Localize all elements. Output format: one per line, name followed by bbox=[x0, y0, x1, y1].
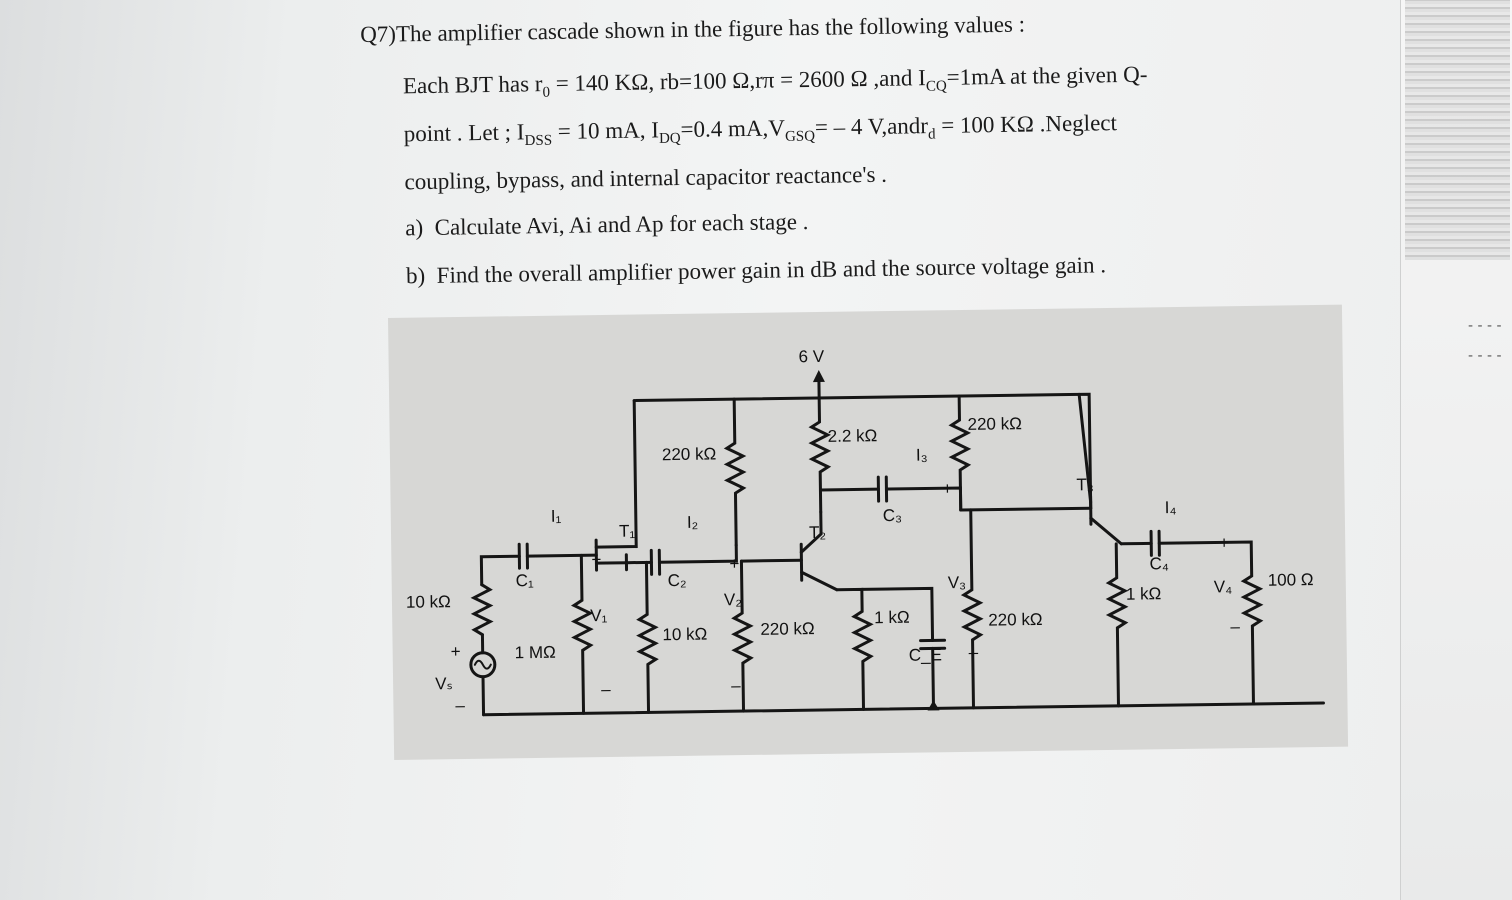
label-i1: I₁ bbox=[551, 507, 562, 526]
r-c2-zigzag bbox=[808, 396, 832, 514]
label-vs: Vₛ bbox=[435, 674, 453, 693]
collector-to-c3 bbox=[818, 487, 880, 492]
line1-sub-cq: CQ bbox=[925, 78, 947, 95]
line2-part-e: = 100 KΩ .Neglect bbox=[935, 110, 1118, 138]
r-bias-low-zigzag bbox=[636, 560, 659, 714]
line2-sub-dss: DSS bbox=[524, 132, 553, 150]
line2-sub-gsq: GSQ bbox=[784, 128, 816, 145]
r-b2-zigzag bbox=[731, 559, 754, 713]
label-r-bias-low: 10 kΩ bbox=[662, 625, 707, 645]
label-r-e2: 1 kΩ bbox=[874, 608, 910, 627]
t2-base-bar bbox=[799, 542, 804, 582]
r-b3-top-zigzag bbox=[948, 394, 972, 512]
line2-part-a: point . Let ; I bbox=[403, 119, 525, 147]
side-printed-strip bbox=[1405, 0, 1510, 260]
ground-rail bbox=[482, 701, 1325, 717]
r-drain-zigzag bbox=[723, 397, 747, 547]
line2-part-c: =0.4 mA,V bbox=[680, 115, 786, 142]
line2-sub-dq: DQ bbox=[658, 130, 681, 147]
t2-base-wire bbox=[739, 558, 803, 563]
c1-to-gate bbox=[525, 553, 598, 558]
part-b-label: b) bbox=[405, 263, 426, 289]
label-t2: T₂ bbox=[809, 523, 826, 542]
minus-v1: – bbox=[601, 680, 611, 699]
line2-part-d: = – 4 V,andr bbox=[814, 113, 929, 140]
label-r-e3: 1 kΩ bbox=[1126, 584, 1162, 603]
circuit-diagram: 6 V 10 kΩ 1 MΩ 220 kΩ 10 kΩ 2.2 kΩ 220 k… bbox=[406, 347, 1325, 717]
label-r-b2: 220 kΩ bbox=[760, 619, 815, 639]
label-i2: I₂ bbox=[687, 513, 699, 532]
label-supply: 6 V bbox=[798, 347, 824, 366]
plus-v4: + bbox=[1219, 533, 1229, 552]
part-a-text: Calculate Avi, Ai and Ap for each stage … bbox=[434, 208, 809, 240]
label-t3: T₃ bbox=[1076, 475, 1094, 494]
r-e2-zigzag bbox=[835, 587, 874, 711]
r-load-zigzag bbox=[1157, 540, 1264, 706]
label-v4: V₄ bbox=[1214, 577, 1233, 596]
side-dashes-2: - - - - bbox=[1468, 348, 1502, 364]
circuit-figure: 6 V 10 kΩ 1 MΩ 220 kΩ 10 kΩ 2.2 kΩ 220 k… bbox=[388, 304, 1349, 760]
ce-ground-arrow bbox=[927, 700, 940, 711]
t1-drain-wire bbox=[594, 399, 638, 549]
label-r-b3-top: 220 kΩ bbox=[967, 414, 1022, 434]
line1-part-c: =1mA at the given Q- bbox=[946, 61, 1148, 90]
supply-arrow bbox=[812, 369, 825, 383]
label-v2: V₂ bbox=[724, 590, 742, 609]
t2-collector bbox=[799, 510, 823, 554]
emitter-to-ce bbox=[860, 586, 935, 642]
label-r-c2: 2.2 kΩ bbox=[828, 426, 878, 446]
plus-v1: + bbox=[591, 550, 601, 569]
r-gate-zigzag bbox=[570, 553, 594, 715]
r-e3-zigzag bbox=[1105, 542, 1129, 708]
plus-v3: + bbox=[942, 479, 952, 498]
t2-emitter bbox=[800, 570, 839, 592]
t3-emitter bbox=[1089, 516, 1123, 546]
label-c3: C₃ bbox=[883, 506, 902, 525]
label-i3: I₃ bbox=[916, 445, 928, 464]
plus-v2: + bbox=[729, 554, 739, 573]
label-v1: V₁ bbox=[590, 606, 608, 625]
part-a-label: a) bbox=[405, 215, 424, 241]
label-r-source: 10 kΩ bbox=[406, 592, 451, 612]
label-r-load: 100 Ω bbox=[1268, 570, 1314, 590]
side-dashes: - - - - bbox=[1468, 318, 1502, 334]
label-r-gate: 1 MΩ bbox=[515, 643, 556, 663]
label-ce: C_E bbox=[909, 645, 942, 664]
label-i4: I₄ bbox=[1165, 498, 1177, 517]
label-c2: C₂ bbox=[668, 571, 687, 590]
line1-part-a: Each BJT has r bbox=[402, 71, 543, 99]
source-ground-wire bbox=[481, 675, 486, 717]
plus-vs: + bbox=[451, 642, 461, 661]
c2-to-node bbox=[657, 543, 738, 564]
label-c4: C₄ bbox=[1149, 554, 1169, 573]
label-v3: V₃ bbox=[948, 573, 967, 592]
t3-collector bbox=[1077, 392, 1093, 504]
source-wave bbox=[473, 659, 492, 670]
r-b3-bot-zigzag bbox=[960, 508, 984, 710]
ce-ground bbox=[931, 646, 936, 710]
source-to-c1 bbox=[479, 554, 521, 587]
label-c1: C₁ bbox=[516, 571, 535, 590]
minus-v4: – bbox=[1230, 617, 1240, 636]
r-source-zigzag bbox=[470, 583, 494, 637]
minus-vs: – bbox=[455, 696, 465, 715]
line2-part-b: = 10 mA, I bbox=[551, 117, 660, 144]
minus-v3: – bbox=[969, 643, 979, 662]
minus-v2: – bbox=[731, 676, 741, 695]
t3-base-wire bbox=[959, 506, 1093, 512]
line1-part-b: = 140 KΩ, rb=100 Ω,rπ = 2600 Ω ,and I bbox=[549, 65, 926, 97]
label-t1: T₁ bbox=[619, 522, 636, 541]
label-r-b3-bot: 220 kΩ bbox=[988, 610, 1043, 630]
label-r-drain: 220 kΩ bbox=[662, 444, 717, 464]
